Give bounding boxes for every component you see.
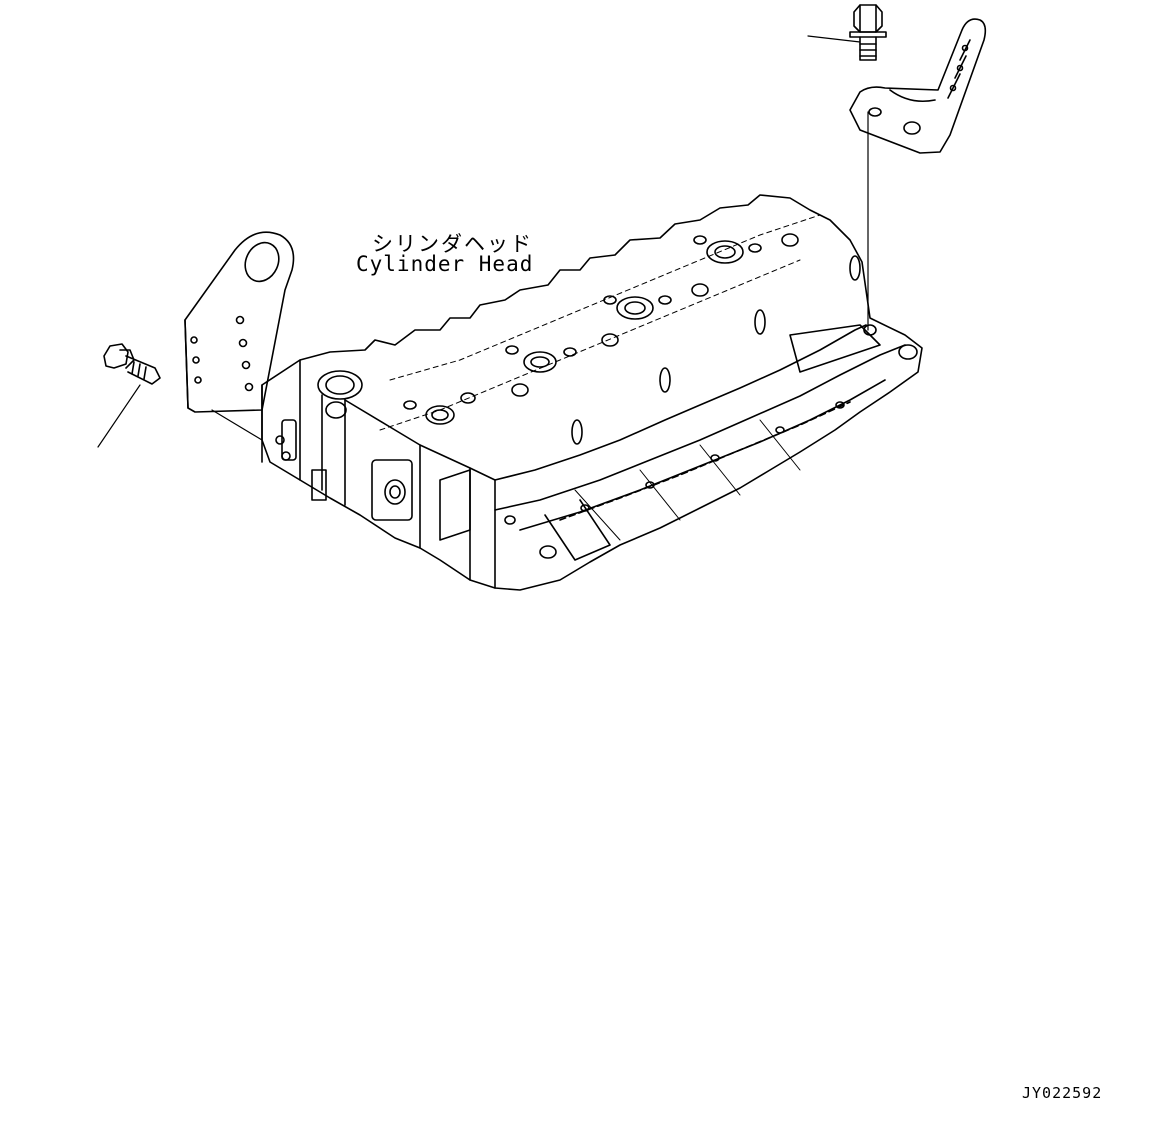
top-bolt-leader-line — [807, 35, 861, 43]
left-bolt-leader-line — [97, 384, 141, 448]
drawing-id: JY022592 — [1022, 1084, 1103, 1102]
left-bolt — [103, 343, 161, 385]
top-bolt — [849, 4, 887, 61]
part-label-english: Cylinder Head — [356, 252, 534, 276]
left-lifting-bracket — [184, 231, 295, 413]
part-label-japanese: シリンダヘッド — [372, 232, 533, 256]
cylinder-head — [261, 194, 923, 591]
right-lifting-bracket — [849, 18, 987, 154]
left-bracket-leader-line — [211, 409, 263, 441]
